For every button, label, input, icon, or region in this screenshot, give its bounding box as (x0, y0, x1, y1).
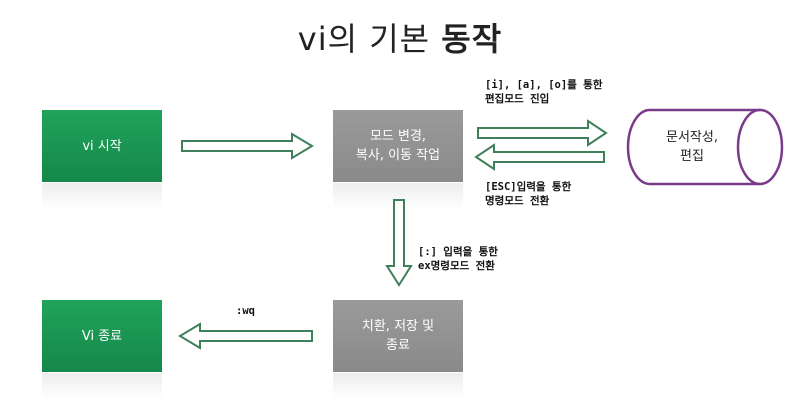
edge-label-colon: [:] 입력을 통한 ex명령모드 전환 (418, 245, 498, 273)
ex-mode-box: 치환, 저장 및 종료 (333, 300, 463, 372)
edge-label-insert: [i], [a], [o]를 통한 편집모드 진입 (485, 78, 602, 106)
edge-label-colon-line-2: ex명령모드 전환 (418, 260, 495, 272)
arrow-command-to-insert (477, 119, 608, 147)
edge-label-insert-line-2: 편집모드 진입 (485, 93, 550, 105)
document-cylinder-rim (736, 108, 761, 186)
command-mode-line-2: 복사, 이동 작업 (355, 148, 441, 163)
vi-start-label: vi 시작 (82, 138, 122, 154)
vi-end-reflection (42, 373, 162, 399)
vi-start-box: vi 시작 (42, 110, 162, 182)
title-bold: 동작 (441, 20, 503, 58)
arrow-ex-to-end (178, 322, 313, 350)
ex-mode-line-2: 종료 (386, 338, 410, 353)
ex-mode-reflection (333, 373, 463, 399)
insert-mode-line-2: 편집 (680, 149, 704, 164)
edge-label-esc-line-2: 명령모드 전환 (485, 195, 550, 207)
arrow-start-to-command (181, 132, 314, 160)
edge-label-esc: [ESC]입력을 통한 명령모드 전환 (485, 180, 571, 208)
insert-mode-label: 문서작성, 편집 (628, 110, 756, 184)
command-mode-line-1: 모드 변경, (369, 129, 427, 144)
vi-end-label: Vi 종료 (81, 328, 123, 344)
vi-start-reflection (42, 183, 162, 209)
arrow-insert-to-command (474, 143, 605, 171)
edge-label-esc-line-1: [ESC]입력을 통한 (485, 181, 572, 193)
arrow-command-to-ex (385, 199, 413, 287)
title-prefix: vi의 기본 (297, 20, 442, 58)
edge-label-wq: :wq (236, 305, 255, 317)
command-mode-box: 모드 변경, 복사, 이동 작업 (333, 110, 463, 182)
edge-label-colon-line-1: [:] 입력을 통한 (418, 246, 498, 258)
insert-mode-line-1: 문서작성, (666, 130, 718, 145)
ex-mode-line-1: 치환, 저장 및 (361, 319, 435, 334)
edge-label-insert-line-1: [i], [a], [o]를 통한 (485, 79, 603, 91)
page-title: vi의 기본 동작 (0, 14, 800, 60)
vi-end-box: Vi 종료 (42, 300, 162, 372)
